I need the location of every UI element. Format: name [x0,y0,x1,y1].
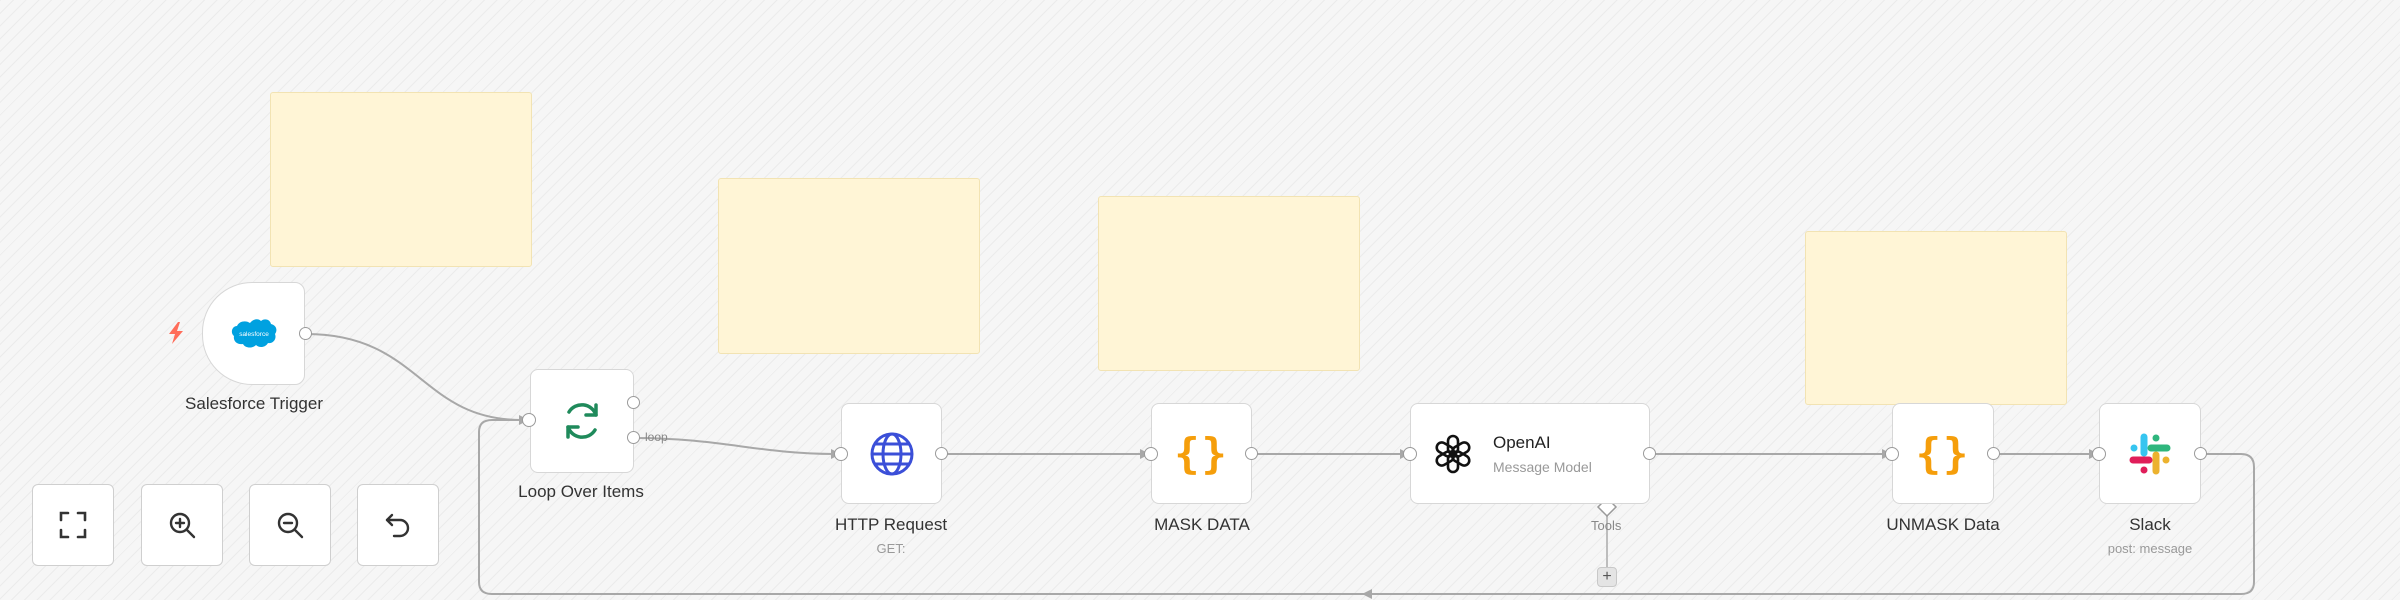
curly-braces-icon: {} [1915,429,1971,478]
output-handle[interactable] [299,327,312,340]
output-handle-loop[interactable] [627,431,640,444]
input-handle[interactable] [2092,447,2106,461]
openai-logo-icon [1435,434,1471,473]
salesforce-logo-icon: salesforce [231,318,276,348]
reset-zoom-button[interactable] [357,484,439,566]
zoom-out-button[interactable] [249,484,331,566]
edge-salesforce-loop [305,333,523,421]
node-subtitle: post: message [2107,541,2193,556]
salesforce-logo-text: salesforce [239,331,269,338]
node-label: HTTP Request [834,515,948,534]
openai-text-block: OpenAI Message Model [1493,433,1592,475]
output-handle[interactable] [935,447,948,460]
zoom-in-button[interactable] [141,484,223,566]
zoom-out-icon [277,512,304,539]
output-handle-done[interactable] [627,396,640,409]
output-handle[interactable] [1643,447,1656,460]
input-handle[interactable] [834,447,848,461]
zoom-in-icon [169,512,196,539]
node-subtitle: GET: [876,541,906,556]
output-handle[interactable] [2194,447,2207,460]
curly-braces-icon: {} [1174,429,1229,478]
refresh-arrows-icon [566,403,598,439]
output-handle[interactable] [1245,447,1258,460]
node-openai[interactable]: OpenAI Message Model [1410,403,1650,504]
node-label: MASK DATA [1154,515,1250,534]
input-handle[interactable] [522,413,536,427]
slack-logo-icon [2129,433,2171,474]
input-handle[interactable] [1885,447,1899,461]
node-label: Slack [2129,515,2171,534]
sticky-note[interactable] [1805,231,2067,405]
input-handle[interactable] [1144,447,1158,461]
input-handle[interactable] [1403,447,1417,461]
node-salesforce-trigger[interactable]: salesforce [202,282,305,385]
sticky-note[interactable] [1098,196,1360,371]
globe-icon [870,432,913,475]
sticky-note[interactable] [718,178,980,354]
node-label: Loop Over Items [518,482,644,501]
node-mask-data[interactable]: {} [1151,403,1252,504]
fit-view-icon [59,511,87,539]
node-http-request[interactable] [841,403,942,504]
node-label: UNMASK Data [1886,515,2000,534]
loop-branch-label: loop [645,430,668,444]
node-label: Salesforce Trigger [185,394,323,413]
sticky-note[interactable] [270,92,532,267]
lightning-bolt-icon [169,322,183,344]
edge-loop-http [633,437,835,455]
edge-arrow [1362,589,1372,599]
node-title: OpenAI [1493,432,1551,452]
node-slack[interactable] [2099,403,2201,504]
output-handle[interactable] [1987,447,2000,460]
node-loop-over-items[interactable] [530,369,634,473]
fit-view-button[interactable] [32,484,114,566]
undo-icon [385,513,410,538]
node-subtitle: Message Model [1493,458,1592,475]
add-tool-button[interactable]: + [1597,567,1617,587]
node-unmask-data[interactable]: {} [1892,403,1994,504]
tools-label: Tools [1591,518,1622,533]
